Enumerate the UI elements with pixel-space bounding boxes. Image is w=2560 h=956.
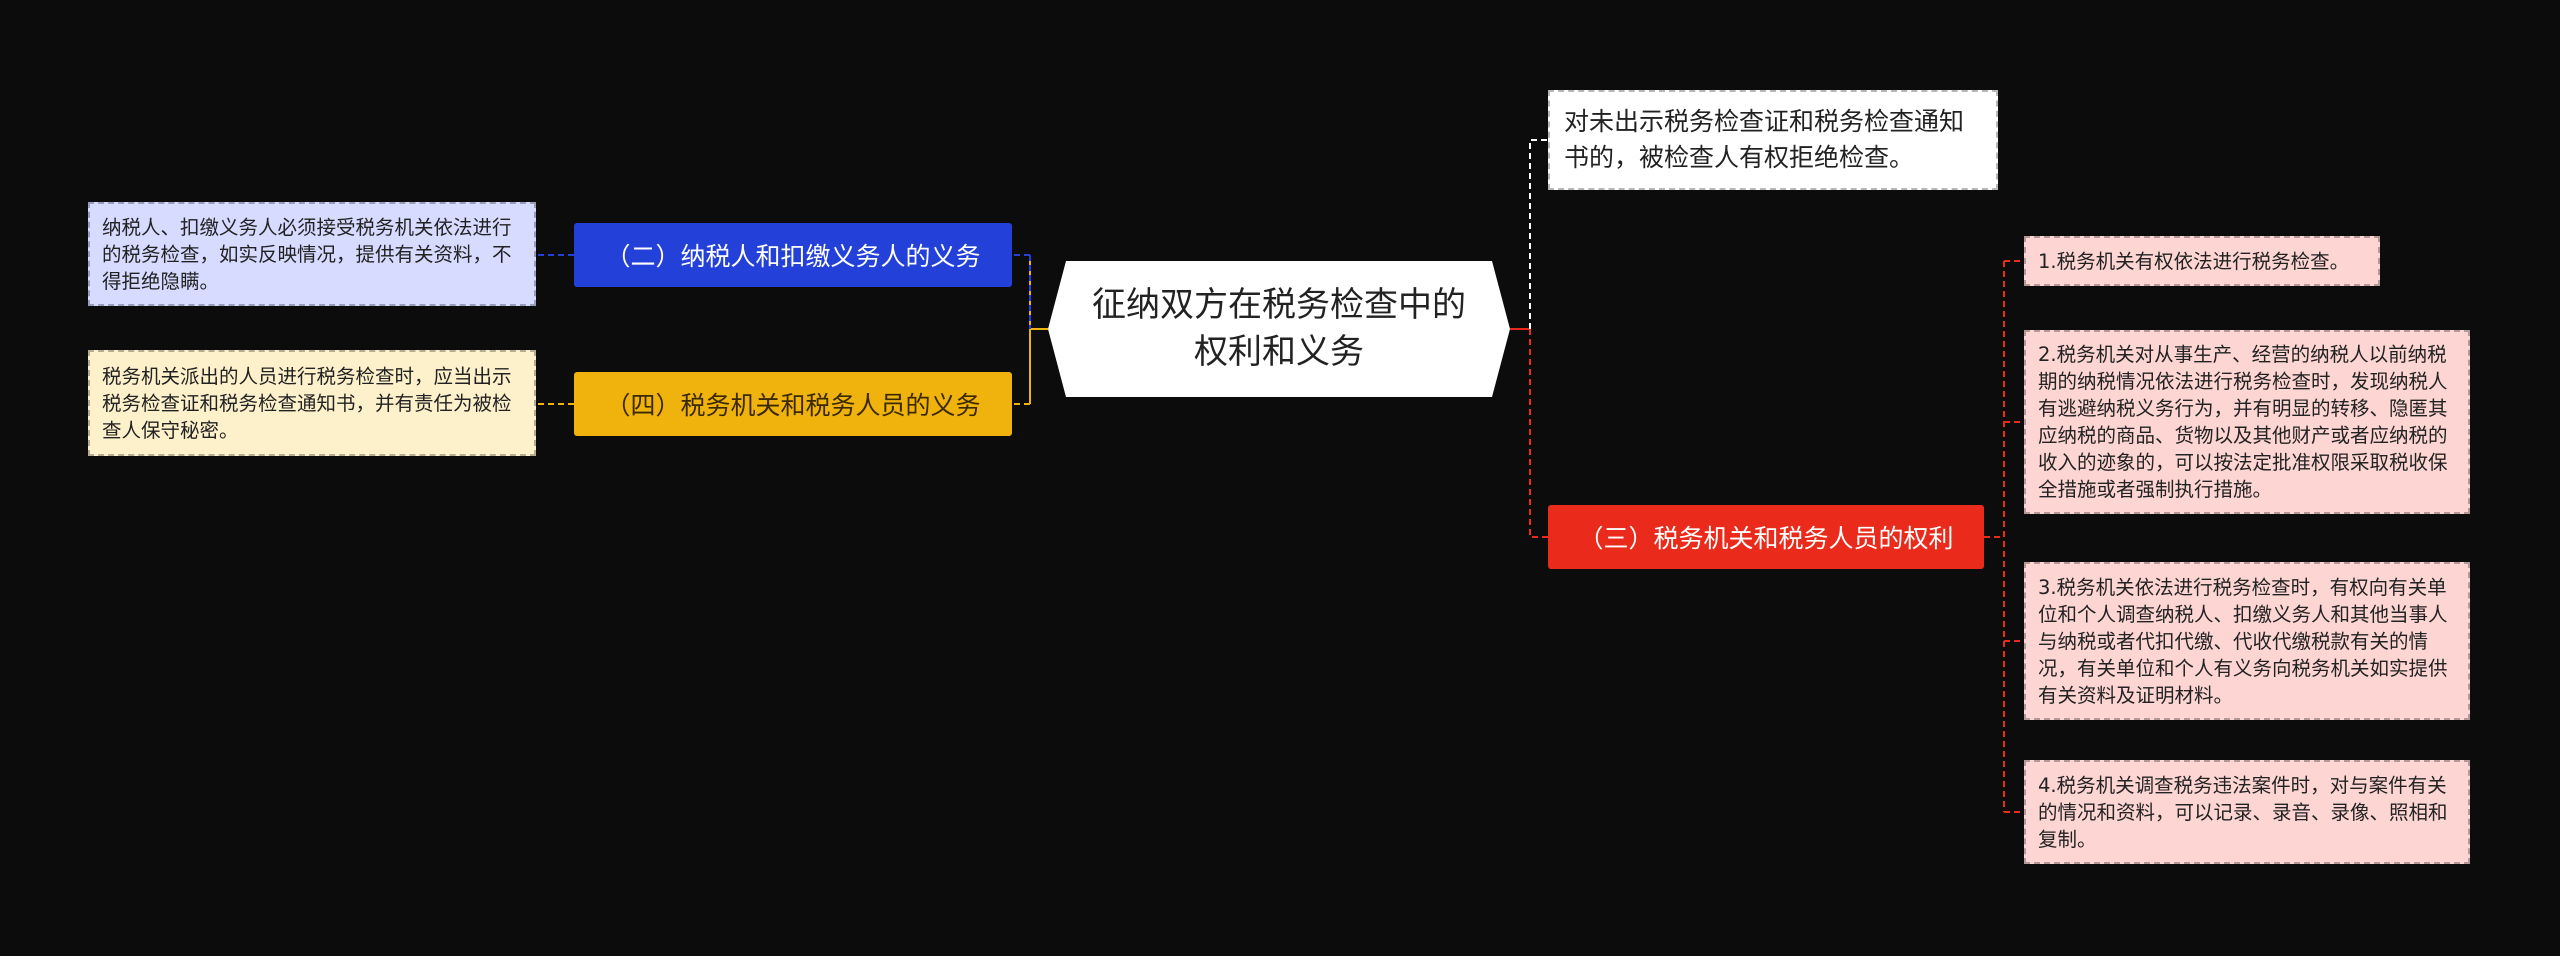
- connector-red-trunk: [1984, 261, 2005, 812]
- leaf-authority-right-2[interactable]: 2.税务机关对从事生产、经营的纳税人以前纳税期的纳税情况依法进行税务检查时，发现…: [2024, 330, 2470, 514]
- branch-taxpayer-obligations-label: （二）纳税人和扣缴义务人的义务: [605, 242, 981, 271]
- branch-authority-rights-label: （三）税务机关和税务人员的权利: [1578, 524, 1954, 553]
- leaf-authority-right-1[interactable]: 1.税务机关有权依法进行税务检查。: [2024, 236, 2380, 286]
- root-topic-label: 征纳双方在税务检查中的权利和义务: [1092, 285, 1466, 372]
- leaf-authority-right-3-text: 3.税务机关依法进行税务检查时，有权向有关单位和个人调查纳税人、扣缴义务人和其他…: [2038, 575, 2448, 707]
- branch-authority-rights[interactable]: （三）税务机关和税务人员的权利: [1548, 505, 1984, 569]
- root-topic[interactable]: 征纳双方在税务检查中的权利和义务: [1048, 261, 1510, 397]
- connector-right-white: [1529, 139, 1548, 329]
- branch-refusal-right[interactable]: 对未出示税务检查证和税务检查通知书的，被检查人有权拒绝检查。: [1548, 90, 1998, 190]
- branch-refusal-right-text: 对未出示税务检查证和税务检查通知书的，被检查人有权拒绝检查。: [1564, 107, 1965, 172]
- leaf-authority-right-4[interactable]: 4.税务机关调查税务违法案件时，对与案件有关的情况和资料，可以记录、录音、录像、…: [2024, 760, 2470, 864]
- branch-authority-obligations-label: （四）税务机关和税务人员的义务: [605, 391, 981, 420]
- leaf-authority-right-3[interactable]: 3.税务机关依法进行税务检查时，有权向有关单位和个人调查纳税人、扣缴义务人和其他…: [2024, 562, 2470, 720]
- leaf-authority-right-1-text: 1.税务机关有权依法进行税务检查。: [2038, 249, 2350, 273]
- leaf-authority-right-2-text: 2.税务机关对从事生产、经营的纳税人以前纳税期的纳税情况依法进行税务检查时，发现…: [2038, 343, 2448, 501]
- branch-taxpayer-obligations[interactable]: （二）纳税人和扣缴义务人的义务: [574, 223, 1012, 287]
- leaf-authority-obligations[interactable]: 税务机关派出的人员进行税务检查时，应当出示税务检查证和税务检查通知书，并有责任为…: [88, 350, 536, 456]
- leaf-taxpayer-obligations-text: 纳税人、扣缴义务人必须接受税务机关依法进行的税务检查，如实反映情况，提供有关资料…: [102, 215, 512, 293]
- connector-right-red: [1529, 329, 1548, 538]
- branch-authority-obligations[interactable]: （四）税务机关和税务人员的义务: [574, 372, 1012, 436]
- leaf-authority-obligations-text: 税务机关派出的人员进行税务检查时，应当出示税务检查证和税务检查通知书，并有责任为…: [102, 364, 512, 442]
- leaf-authority-right-4-text: 4.税务机关调查税务违法案件时，对与案件有关的情况和资料，可以记录、录音、录像、…: [2038, 773, 2448, 851]
- connector-root-left-trunk: [1029, 255, 1048, 404]
- leaf-taxpayer-obligations[interactable]: 纳税人、扣缴义务人必须接受税务机关依法进行的税务检查，如实反映情况，提供有关资料…: [88, 202, 536, 306]
